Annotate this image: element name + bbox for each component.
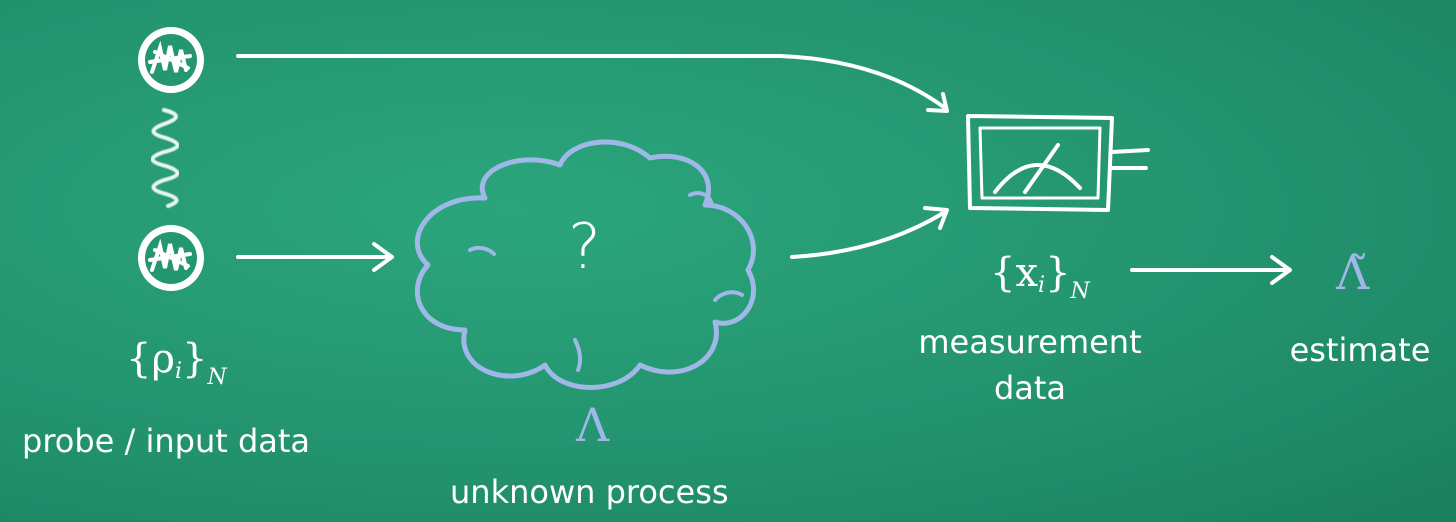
measurement-caption-line2: data	[993, 369, 1067, 407]
estimate-symbol: Λ̃	[1336, 246, 1370, 300]
probe-set-open: {ρ	[126, 336, 175, 382]
probe-set-notation: {ρi}N	[126, 336, 227, 390]
process-symbol: Λ	[576, 398, 610, 452]
measurement-device-icon	[966, 114, 1150, 212]
arrow-probe-to-process	[236, 242, 394, 272]
estimate-caption: estimate	[1289, 331, 1431, 369]
probe-caption: probe / input data	[22, 422, 311, 460]
meas-set-close: }	[1045, 250, 1071, 296]
probe-set-sub: N	[207, 365, 227, 390]
question-mark: ?	[568, 210, 601, 283]
arrow-measurement-to-estimate	[1130, 255, 1292, 285]
probe-set-close: }	[182, 336, 208, 382]
probe-set-index: i	[174, 359, 183, 384]
probe-particle-top	[138, 27, 204, 93]
measurement-caption-line1: measurement	[918, 323, 1142, 361]
meas-set-open: {x	[990, 250, 1039, 296]
meas-set-sub: N	[1070, 279, 1090, 304]
unknown-process-cloud	[414, 139, 756, 390]
probe-particle-bottom	[138, 225, 204, 291]
measurement-set-notation: {xi}N	[990, 250, 1090, 304]
arrow-probe-to-measurement	[236, 54, 949, 113]
entanglement-squiggle	[150, 108, 180, 208]
meas-set-index: i	[1038, 273, 1046, 298]
arrow-process-to-measurement	[790, 206, 949, 259]
process-caption: unknown process	[450, 473, 729, 511]
cloud-inner-strokes	[468, 191, 744, 372]
